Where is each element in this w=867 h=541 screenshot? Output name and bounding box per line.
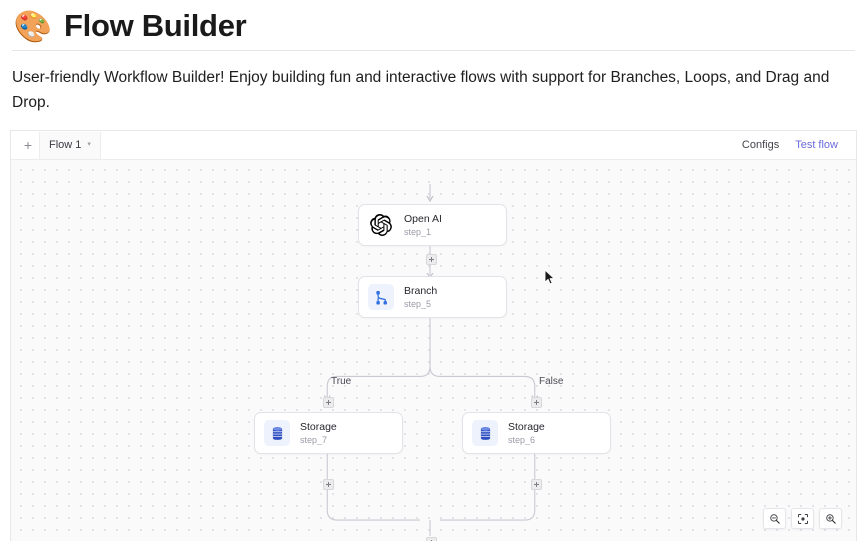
zoom-controls xyxy=(763,508,842,529)
node-text: Open AI step_1 xyxy=(404,213,442,237)
branch-label-true: True xyxy=(331,376,352,387)
tab-flow-1[interactable]: Flow 1 ▾ xyxy=(39,131,101,159)
edge-add-button-1[interactable] xyxy=(426,254,437,265)
branch-icon xyxy=(368,284,394,310)
palette-icon: 🎨 xyxy=(13,8,53,44)
flow-canvas[interactable]: Open AI step_1 Branch step_5 Tru xyxy=(11,159,856,541)
app-header: 🎨 Flow Builder xyxy=(0,0,867,46)
flow-node-step_6[interactable]: Storage step_6 xyxy=(462,412,611,454)
app-description: User-friendly Workflow Builder! Enjoy bu… xyxy=(12,69,830,111)
node-subtitle: step_1 xyxy=(404,227,432,237)
tab-strip: + Flow 1 ▾ Configs Test flow xyxy=(11,131,856,160)
header-divider xyxy=(12,50,855,51)
edge-add-button-6[interactable] xyxy=(426,537,437,541)
node-title: Storage xyxy=(300,421,337,433)
node-title: Open AI xyxy=(404,213,442,225)
node-title: Storage xyxy=(508,421,545,433)
tab-actions: Configs Test flow xyxy=(742,139,850,151)
flow-node-step_7[interactable]: Storage step_7 xyxy=(254,412,403,454)
edge-add-button-5[interactable] xyxy=(531,479,542,490)
zoom-out-button[interactable] xyxy=(763,508,786,529)
node-text: Branch step_5 xyxy=(404,285,437,309)
page-title: Flow Builder xyxy=(64,8,247,43)
edge-add-button-2[interactable] xyxy=(323,397,334,408)
test-flow-button[interactable]: Test flow xyxy=(795,139,838,151)
node-subtitle: step_7 xyxy=(300,435,328,445)
database-icon xyxy=(264,420,290,446)
configs-button[interactable]: Configs xyxy=(741,139,780,151)
tab-flow-1-label: Flow 1 xyxy=(49,139,82,151)
openai-logo-icon xyxy=(368,212,394,238)
node-subtitle: step_5 xyxy=(404,299,432,309)
node-text: Storage step_6 xyxy=(508,421,545,445)
flow-node-step_5[interactable]: Branch step_5 xyxy=(358,276,507,318)
flow-builder-panel: + Flow 1 ▾ Configs Test flow xyxy=(10,130,857,541)
branch-label-false: False xyxy=(539,376,564,387)
flow-node-step_1[interactable]: Open AI step_1 xyxy=(358,204,507,246)
chevron-down-icon[interactable]: ▾ xyxy=(87,141,91,148)
zoom-in-button[interactable] xyxy=(819,508,842,529)
node-title: Branch xyxy=(404,285,438,297)
fit-view-button[interactable] xyxy=(791,508,814,529)
node-subtitle: step_6 xyxy=(508,435,536,445)
node-text: Storage step_7 xyxy=(300,421,337,445)
add-tab-button[interactable]: + xyxy=(23,137,33,153)
database-icon xyxy=(472,420,498,446)
edge-add-button-4[interactable] xyxy=(323,479,334,490)
edge-add-button-3[interactable] xyxy=(531,397,542,408)
